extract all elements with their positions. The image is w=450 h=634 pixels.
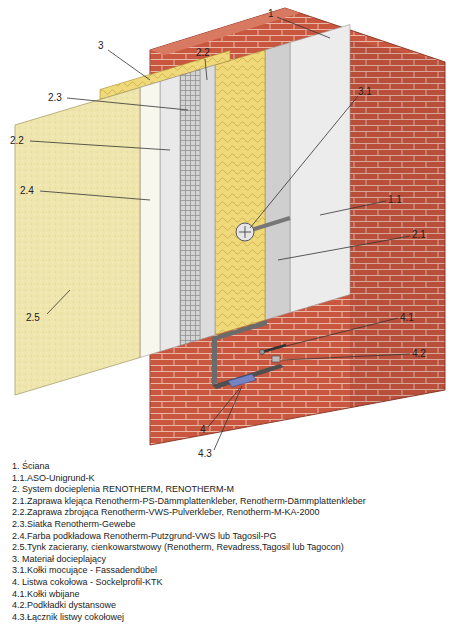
callout-number: 4.1 — [400, 312, 414, 323]
callout-number: 3.1 — [358, 86, 372, 97]
callout-number: 4 — [200, 424, 206, 435]
callout-number: 2.2 — [10, 135, 24, 146]
legend-line: 2.3.Siatka Renotherm-Gewebe — [12, 519, 136, 530]
callout-number: 4.2 — [412, 348, 426, 359]
callout-number: 1 — [268, 8, 274, 19]
callout-number: 1.1 — [388, 194, 402, 205]
legend-line: 2.5.Tynk zacierany, cienkowarstwowy (Ren… — [12, 542, 344, 553]
callout-number: 2.2 — [196, 47, 210, 58]
legend-line: 2.1.Zaprawa klejąca Renotherm-PS-Dämmpla… — [12, 496, 366, 507]
legend-line: 1. Ściana — [12, 461, 50, 472]
callout-number: 2.5 — [26, 312, 40, 323]
callout-number: 2.4 — [20, 185, 34, 196]
legend-line: 3.1.Kołki mocujące - Fassadendübel — [12, 565, 157, 576]
legend-line: 2. System docieplenia RENOTHERM, RENOTHE… — [12, 484, 234, 495]
legend-line: 1.1.ASO-Unigrund-K — [12, 473, 95, 484]
callout-number: 2.3 — [48, 92, 62, 103]
callout-number: 4.3 — [198, 448, 212, 459]
legend-line: 2.4.Farba podkładowa Renotherm-Putzgrund… — [12, 531, 276, 542]
legend-line: 4. Listwa cokołowa - Sockelprofil-KTK — [12, 577, 163, 588]
legend-line: 3. Materiał docieplający — [12, 554, 106, 565]
legend-line: 4.1.Kołki wbijane — [12, 589, 80, 600]
legend-line: 4.3.Łącznik listwy cokołowej — [12, 612, 124, 623]
callout-number: 2.1 — [412, 229, 426, 240]
legend-line: 4.2.Podkładki dystansowe — [12, 600, 116, 611]
legend-line: 2.2.Zaprawa zbrojąca Renotherm-VWS-Pulve… — [12, 507, 320, 518]
callout-number: 3 — [98, 40, 104, 51]
